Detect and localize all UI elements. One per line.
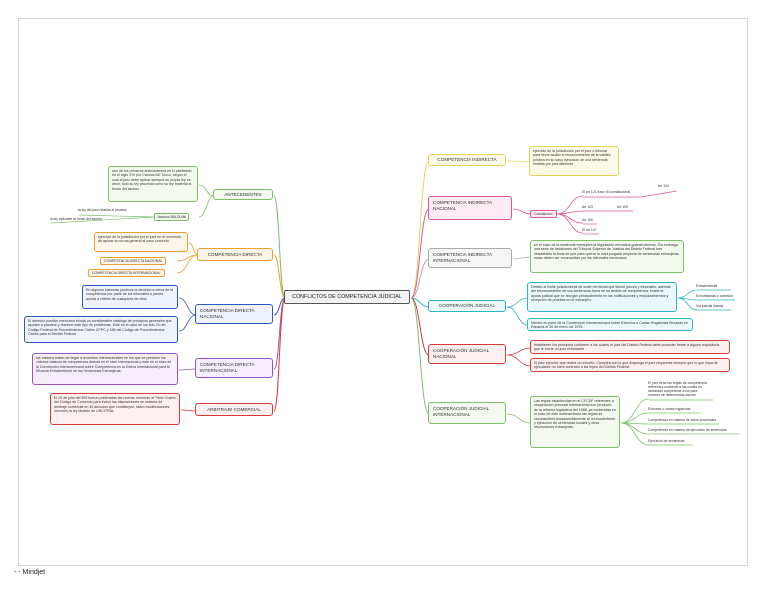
underline-ley-proceso: [78, 214, 156, 218]
link-antecedentes-balduini: [198, 195, 215, 218]
underline-ley-fondo: [50, 216, 156, 224]
cooperacion-internacional-leaf-d[interactable]: Competencia en materia de ejecución de s…: [648, 428, 727, 432]
link-antecedentes-note: [198, 184, 215, 197]
indirecta-nacional-art121[interactable]: El art 121 fracc III constitucional: [582, 190, 631, 194]
antecedentes-note[interactable]: uno de los primeros antecedentes es el p…: [108, 166, 198, 202]
cooperacion-internacional-leaf-b[interactable]: Exhortos o cartas rogatorias: [648, 407, 691, 411]
link-root-directa: [273, 254, 286, 299]
topic-cooperacion-judicial-nacional[interactable]: COOPERACIÓN JUDICIAL NACIONAL: [428, 344, 506, 364]
link-coop-int-leaf-e: [620, 422, 650, 446]
cooperacion-leaf-via-judicial[interactable]: Via judicial directa: [696, 304, 724, 308]
link-root-antecedentes: [273, 195, 286, 299]
link-root-cooperacion-nacional: [410, 297, 430, 356]
link-coop-int-leaf-d: [620, 422, 650, 435]
topic-competencia-indirecta-nacional[interactable]: COMPETENCIA INDIRECTA NACIONAL: [428, 196, 512, 220]
link-coop-int-leaf-a: [620, 398, 650, 424]
indirecta-nacional-art103[interactable]: Art 103: [582, 205, 593, 209]
topic-competencia-directa[interactable]: COMPETENCIA DIRECTA: [197, 248, 273, 261]
cooperacion-internacional-leaf-e[interactable]: Ejecución de sentencias: [648, 439, 685, 443]
link-coop-int-note: [506, 413, 532, 424]
directa-nacional-note-a[interactable]: En algunos sistemas jurídicos la decisió…: [82, 285, 178, 309]
link-directa-nac-note-a: [178, 297, 197, 316]
topic-competencia-indirecta-internacional[interactable]: COMPETENCIA INDIRECTA INTERNACIONAL: [428, 248, 512, 268]
link-root-cooperacion: [410, 297, 430, 308]
link-cooperacion-note-b: [506, 306, 529, 326]
indirecta-internacional-note[interactable]: en el caso de la sentencia extranjera la…: [530, 240, 684, 273]
root-topic[interactable]: CONFLICTOS DE COMPETENCIA JUDICIAL: [284, 290, 410, 304]
link-root-indirecta: [410, 160, 430, 299]
cooperacion-nacional-note-a[interactable]: establecen los principios conforme a los…: [530, 340, 730, 354]
antecedentes-leaf-fondo[interactable]: la ley aplicable al fondo del asunto: [50, 217, 102, 221]
link-art121-art104: [640, 190, 678, 198]
cooperacion-note-a[interactable]: Debido al límite jurisdiccional de orden…: [527, 282, 677, 312]
directa-internacional-note[interactable]: los estados tratan de llegar a acuerdos …: [32, 353, 178, 385]
link-root-arbitraje: [273, 297, 286, 412]
indirecta-note[interactable]: ejercicio de la jurisdicción por el juez…: [529, 146, 619, 176]
link-indirecta-int-note: [512, 256, 532, 260]
link-coop-int-leaf-b: [620, 412, 650, 424]
link-root-cooperacion-internacional: [410, 297, 430, 415]
indirecta-nacional-art104[interactable]: Art 104: [658, 184, 669, 188]
indirecta-nacional-art107[interactable]: El art 107: [582, 228, 597, 232]
link-constitucion-art121: [556, 195, 584, 215]
link-constitucion-art106: [556, 213, 584, 224]
antecedentes-leaf-proceso[interactable]: la ley del juez relativa al proceso: [78, 208, 128, 212]
link-coop-nac-note-b: [506, 354, 532, 367]
link-coop-via-judicial: [677, 297, 698, 311]
cooperacion-internacional-leaf-c[interactable]: Competencia en materia de actos procesal…: [648, 418, 717, 422]
link-constitucion-art107: [556, 213, 584, 234]
topic-cooperacion-judicial-internacional[interactable]: COOPERACIÓN JUDICIAL INTERNACIONAL: [428, 402, 506, 424]
directa-nacional-note-b[interactable]: El derecho positivo mexicano brinda un c…: [24, 316, 178, 343]
footer-watermark: - - Mindjet: [14, 569, 46, 576]
link-cooperacion-note-a: [506, 297, 529, 308]
cooperacion-leaf-extraterritorial[interactable]: Extraterritorial: [696, 284, 718, 288]
cooperacion-internacional-note[interactable]: Las reglas establecidas en el CFCDF refe…: [530, 396, 620, 448]
link-indirecta-nac-constitucion: [512, 208, 532, 215]
topic-competencia-directa-nacional[interactable]: COMPETENCIA DIRECTA NACIONAL: [195, 304, 273, 324]
indirecta-nacional-art106[interactable]: Art 106: [582, 218, 593, 222]
antecedentes-leaf-balduini[interactable]: Jacobus BALDUINI: [154, 213, 190, 221]
directa-sub-internacional[interactable]: COMPETENCIA DIRECTA INTERNACIONAL: [88, 269, 165, 277]
indirecta-nacional-constitucion[interactable]: Constitución: [530, 210, 557, 218]
connector-lines: [50, 160, 739, 446]
link-root-indirecta-nacional: [410, 208, 430, 299]
link-directa-nac-note-b: [178, 314, 197, 332]
link-arbitraje-note: [180, 409, 197, 412]
arbitraje-note[interactable]: El 22 de julio del 993 fueron publicadas…: [50, 393, 180, 425]
link-coop-extraterritorial: [677, 289, 698, 299]
link-coop-nac-note-a: [506, 347, 532, 356]
link-indirecta-note: [506, 160, 531, 163]
cooperacion-nacional-note-b[interactable]: El juez ejecutor que recibe un exhorto. …: [530, 358, 730, 372]
cooperacion-note-b[interactable]: México es parte de la Convención Interam…: [527, 318, 693, 331]
cooperacion-internacional-leaf-a[interactable]: El juez tiene las reglas de competencia …: [648, 381, 707, 397]
directa-sub-nacional[interactable]: COMPETENCIA DIRECTA NACIONAL: [100, 257, 167, 265]
topic-competencia-indirecta[interactable]: COMPETENCIA INDIRECTA: [428, 154, 506, 166]
indirecta-nacional-art105[interactable]: Art 105: [617, 205, 628, 209]
link-directa-int-note: [178, 368, 197, 371]
link-constitucion-art103: [556, 210, 584, 215]
cooperacion-leaf-exhortatorias[interactable]: Exhortatorias o comisión: [696, 294, 734, 298]
topic-cooperacion-judicial[interactable]: COOPERACIÓN JUDICIAL: [428, 300, 506, 312]
topic-competencia-directa-internacional[interactable]: COMPETENCIA DIRECTA INTERNACIONAL: [195, 358, 273, 378]
topic-antecedentes[interactable]: ANTECEDENTES: [213, 189, 273, 200]
directa-note[interactable]: ejercicio de la jurisdicción por el juez…: [94, 232, 188, 252]
link-directa-internacional-sub: [176, 254, 199, 274]
topic-arbitraje-comercial[interactable]: ARBITRAJE COMERCIAL: [195, 403, 273, 416]
link-root-indirecta-internacional: [410, 258, 430, 299]
